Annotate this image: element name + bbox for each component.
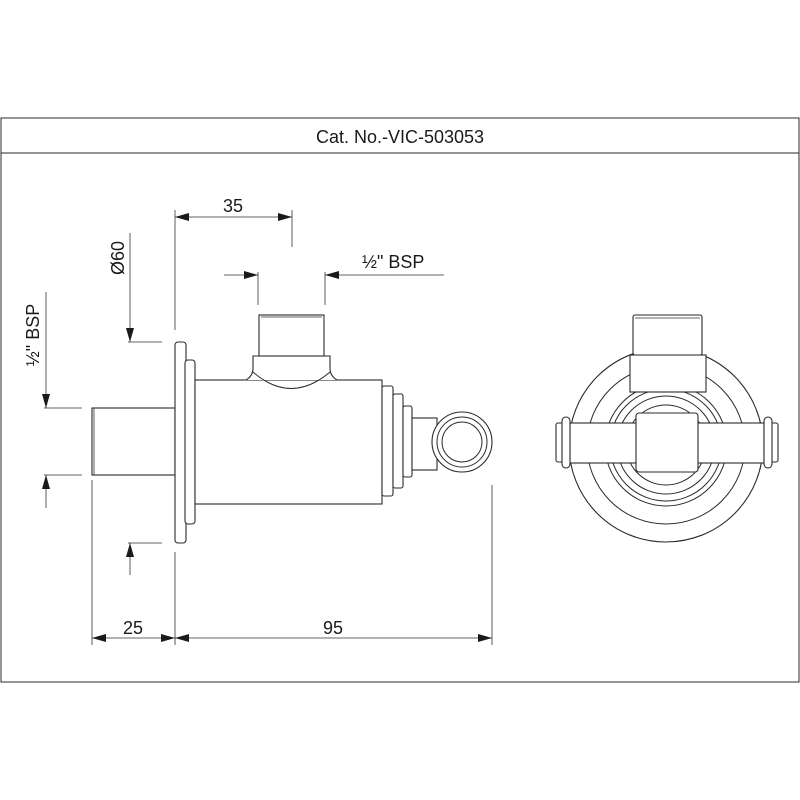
wall-flange	[174, 341, 187, 544]
valve-body	[194, 379, 383, 505]
svg-text:½" BSP: ½" BSP	[23, 304, 43, 366]
cap-step-2	[392, 393, 404, 489]
dimension-outlet-thread: ½" BSP	[224, 252, 444, 305]
outlet-pipe	[258, 314, 325, 357]
flange-step	[184, 359, 196, 525]
dimension-inlet-thread: ½" BSP	[23, 292, 82, 508]
svg-text:Ø60: Ø60	[108, 241, 128, 275]
center-hub	[635, 412, 699, 473]
handle-end-left	[561, 416, 571, 469]
catalog-number: Cat. No.-VIC-503053	[316, 127, 484, 147]
cap-step-1	[381, 385, 394, 497]
svg-text:½" BSP: ½" BSP	[362, 252, 424, 272]
dimension-95: 95	[175, 485, 493, 645]
inlet-pipe	[91, 407, 176, 476]
side-view	[91, 314, 493, 544]
dimension-diameter: Ø60	[108, 233, 162, 575]
dimension-25: 25	[91, 480, 176, 645]
drawing-frame	[0, 117, 800, 683]
cap-step-3	[402, 405, 413, 478]
handle-ring-mid	[436, 416, 488, 468]
front-view	[555, 314, 779, 543]
svg-text:35: 35	[223, 196, 243, 216]
svg-text:95: 95	[323, 618, 343, 638]
dimension-35: 35	[174, 196, 293, 330]
front-outlet-pipe	[632, 314, 703, 356]
handle-ring-inner	[441, 421, 483, 463]
svg-text:25: 25	[123, 618, 143, 638]
handle-end-right	[763, 416, 773, 469]
front-outlet-boss	[629, 354, 707, 393]
handle-ring-outer	[431, 411, 493, 473]
outlet-boss	[245, 355, 338, 381]
